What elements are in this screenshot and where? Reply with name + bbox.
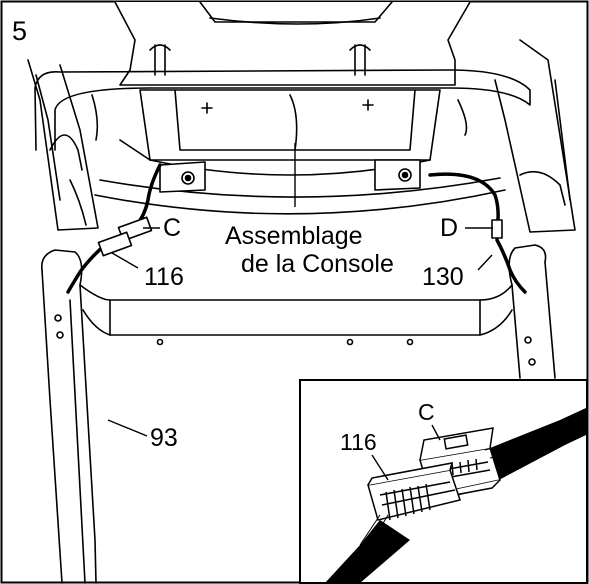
leader-116 [111, 252, 139, 269]
inset-wire-strands [359, 424, 571, 549]
inset-leader-c [431, 424, 441, 441]
inset-label-116: 116 [340, 429, 377, 455]
leader-93 [107, 419, 148, 437]
connector-detail-inset: 116 C [299, 379, 588, 584]
inset-cable-left [325, 520, 410, 583]
label-116: 116 [144, 263, 184, 291]
inset-connector-116 [367, 462, 461, 521]
step-number: 5 [12, 16, 27, 46]
leader-lines [107, 143, 493, 437]
frame-uprights-illustration [40, 231, 556, 584]
inset-leader-116 [371, 454, 389, 481]
label-c: C [163, 214, 181, 242]
label-assembly-line1: Assemblage [225, 222, 363, 250]
label-assembly-line2: de la Console [241, 250, 394, 278]
leader-130 [477, 254, 493, 271]
console-assembly-illustration [27, 1, 576, 242]
label-93: 93 [150, 424, 178, 452]
label-130: 130 [422, 263, 464, 291]
label-d: D [440, 214, 458, 242]
inset-label-c: C [418, 399, 435, 425]
